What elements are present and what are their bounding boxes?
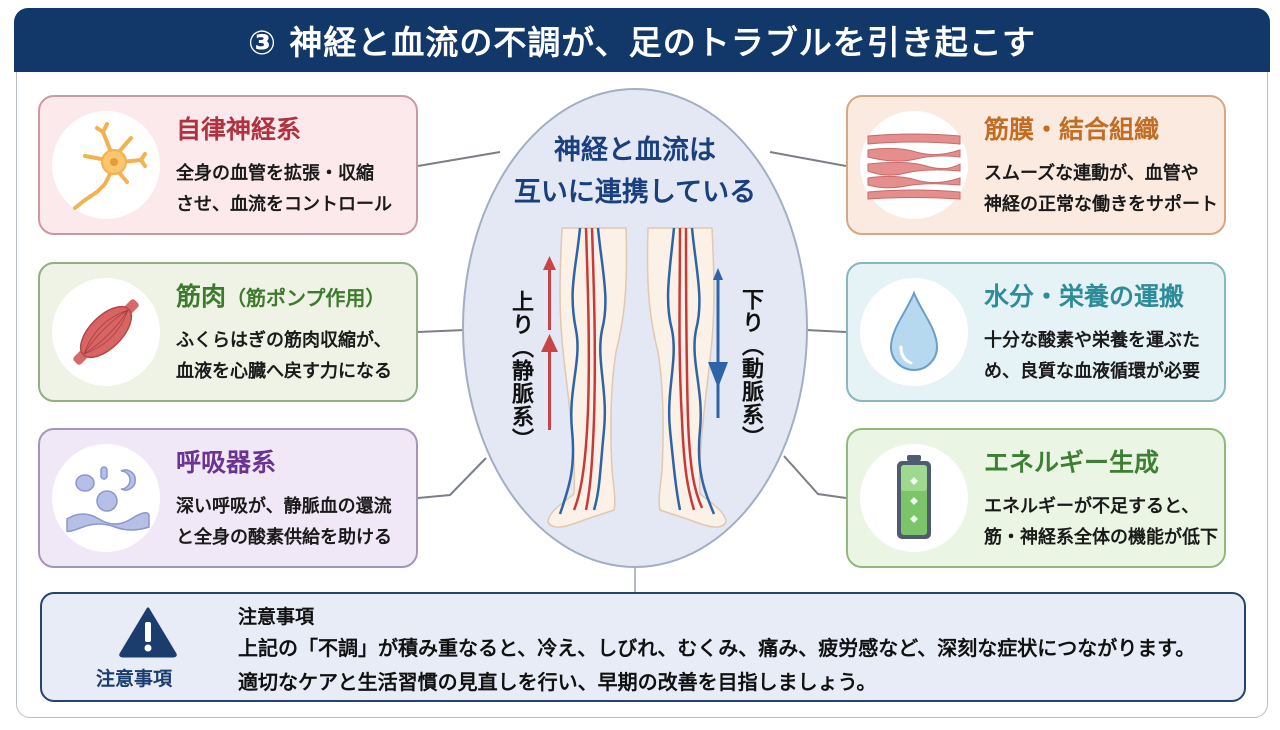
card-energy-production: エネルギー生成 エネルギーが不足すると、 筋・神経系全体の機能が低下 (846, 428, 1226, 568)
card-desc-line1: 深い呼吸が、静脈血の還流 (176, 496, 392, 517)
card-title: 筋肉（筋ポンプ作用） (176, 277, 392, 313)
connector-autonomic (417, 151, 501, 167)
card-title: エネルギー生成 (984, 448, 1160, 477)
connector-respiratory (417, 457, 487, 499)
warning-label: 注意事項 (96, 668, 173, 690)
card-desc-line1: エネルギーが不足すると、 (984, 496, 1200, 517)
card-desc-line1: 全身の血管を拡張・収縮 (176, 163, 374, 184)
arterial-down-label: 下り（動脈系） (738, 288, 763, 449)
notice-line1: 上記の「不調」が積み重なると、冷え、しびれ、むくみ、痛み、疲労感など、深刻な症状… (238, 636, 1196, 660)
artery-lines (572, 227, 704, 511)
venous-up-label: 上り（静脈系） (508, 290, 533, 451)
card-title-main: 筋肉 (176, 282, 227, 311)
battery-icon (860, 444, 968, 552)
notice-line2: 適切なケアと生活習慣の見直しを行い、早期の改善を目指しましょう。 (238, 670, 877, 694)
connector-fascia (769, 151, 847, 167)
card-desc-line2: 筋・神経系全体の機能が低下 (984, 527, 1218, 548)
water-drop-icon (860, 278, 968, 386)
card-fascia-connective-tissue: 筋膜・結合組織 スムーズな連動が、血管や 神経の正常な働きをサポート (846, 95, 1226, 235)
muscle-icon (52, 278, 160, 386)
card-title: 水分・栄養の運搬 (984, 282, 1185, 311)
center-title-line1: 神経と血流は (554, 135, 716, 166)
card-desc-line2: させ、血流をコントロール (176, 194, 392, 215)
upward-arrows-icon (541, 256, 558, 430)
card-water-nutrient-transport: 水分・栄養の運搬 十分な酸素や栄養を運ぶた め、良質な血液循環が必要 (846, 262, 1226, 402)
card-desc-line2: め、良質な血液循環が必要 (984, 361, 1200, 382)
card-muscle: 筋肉（筋ポンプ作用） ふくらはぎの筋肉収縮が、 血液を心臓へ戻す力になる (38, 262, 418, 402)
card-title: 呼吸器系 (176, 448, 277, 477)
warning-icon (119, 607, 177, 658)
card-title: 自律神経系 (176, 115, 302, 144)
card-desc-line1: スムーズな連動が、血管や (984, 163, 1199, 184)
card-title: 筋膜・結合組織 (984, 115, 1160, 144)
card-respiratory-system: 呼吸器系 深い呼吸が、静脈血の還流 と全身の酸素供給を助ける (38, 428, 418, 568)
notice-heading: 注意事項 (238, 606, 315, 628)
notice-box: 注意事項 注意事項 上記の「不調」が積み重なると、冷え、しびれ、むくみ、痛み、疲… (40, 592, 1246, 702)
center-title-line2: 互いに連携している (513, 177, 757, 208)
vein-lines (558, 227, 716, 515)
card-desc-line1: 十分な酸素や栄養を運ぶた (984, 330, 1200, 351)
neuron-icon (52, 111, 160, 219)
header-banner: ③ 神経と血流の不調が、足のトラブルを引き起こす (14, 8, 1270, 72)
legs-illustration (541, 227, 728, 528)
card-title-sub: （筋ポンプ作用） (226, 286, 386, 310)
page-title: ③ 神経と血流の不調が、足のトラブルを引き起こす (247, 23, 1037, 62)
card-desc-line2: 神経の正常な働きをサポート (984, 194, 1218, 215)
card-desc-line2: 血液を心臓へ戻す力になる (176, 361, 392, 382)
downward-arrow-icon (708, 268, 728, 418)
card-autonomic-nervous-system: 自律神経系 全身の血管を拡張・収縮 させ、血流をコントロール (38, 95, 418, 235)
fascia-fibers-icon (860, 111, 968, 219)
center-oval: 神経と血流は 互いに連携している 上り（静脈系） 下り（動脈系） (462, 88, 808, 568)
card-desc-line2: と全身の酸素供給を助ける (176, 527, 392, 548)
connector-muscle (417, 329, 466, 333)
connector-energy (783, 455, 847, 499)
center-title: 神経と血流は 互いに連携している (464, 130, 806, 214)
lung-bubbles-icon (52, 444, 160, 552)
connector-water (805, 329, 847, 333)
card-desc-line1: ふくらはぎの筋肉収縮が、 (176, 330, 392, 351)
